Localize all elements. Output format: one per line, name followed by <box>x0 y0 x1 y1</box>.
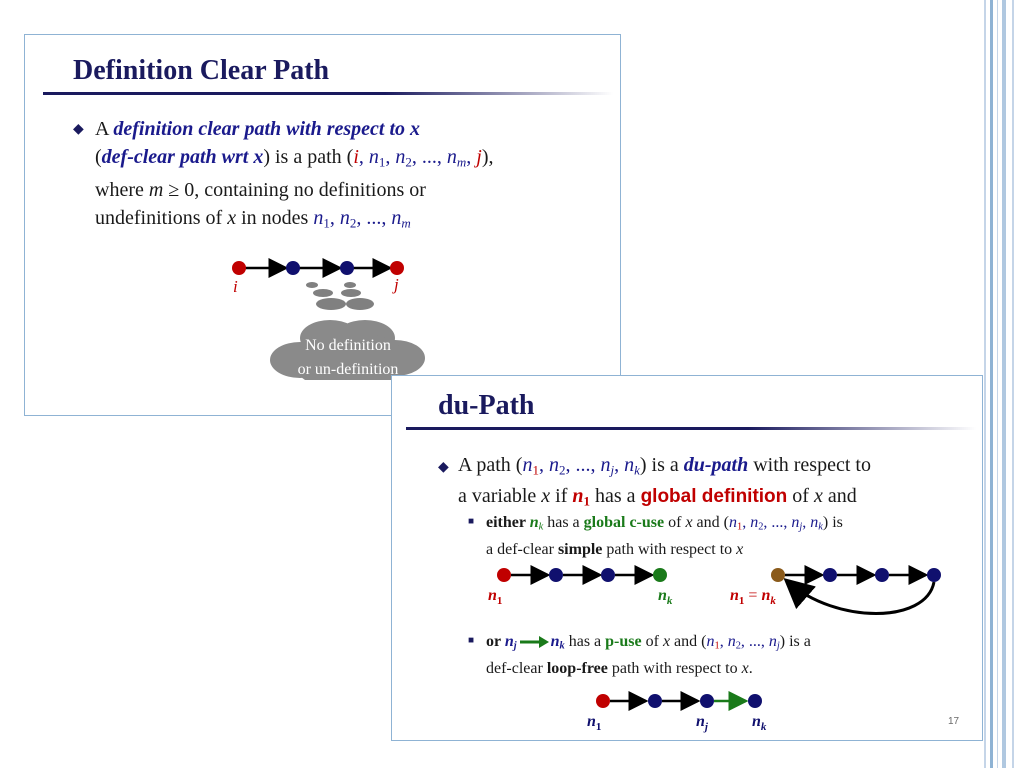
node <box>601 568 615 582</box>
cloud-shape <box>270 320 425 380</box>
bullet-line: A definition clear path with respect to … <box>95 118 421 140</box>
label-n1: n1 <box>587 713 601 733</box>
node-nk <box>748 694 762 708</box>
rail-line <box>1002 0 1006 768</box>
node-n1-nk <box>771 568 785 582</box>
node <box>549 568 563 582</box>
sub-bullet-marker: ■ <box>468 516 475 527</box>
slide-du-path: du-Path ◆ A path (n1, n2, ..., nj, nk) i… <box>391 375 983 741</box>
bullet-marker: ◆ <box>73 122 84 137</box>
term-definition-clear-path: definition clear path with respect to x <box>113 118 421 140</box>
slide-definition-clear-path: Definition Clear Path ◆ A definition cle… <box>24 34 621 416</box>
loop-back-arrow <box>783 578 936 615</box>
green-arrow-icon <box>519 636 549 649</box>
cloud-text-line2: or un-definition <box>298 361 399 378</box>
title-rule <box>43 92 613 95</box>
thought-bubble <box>306 282 318 288</box>
bullet-line: A path (n1, n2, ..., nj, nk) is a du-pat… <box>458 454 871 478</box>
label-n1-equals-nk: n1 = nk <box>730 587 776 607</box>
node-nk <box>653 568 667 582</box>
term-global-definition: global definition <box>640 486 788 508</box>
node <box>875 568 889 582</box>
bullet-line: where m ≥ 0, containing no definitions o… <box>95 179 426 202</box>
bullet-line: either nk has a global c-use of x and (n… <box>486 514 843 533</box>
slide-number: 17 <box>948 716 960 727</box>
cloud-text-line1: No definition <box>305 337 391 354</box>
label-nk: nk <box>752 713 767 733</box>
du-path-bullet: A path (n1, n2, ..., nj, nk) is a du-pat… <box>458 452 978 515</box>
term-du-path: du-path <box>683 454 749 476</box>
node-i <box>232 261 246 275</box>
sub-bullet-either: either nk has a global c-use of x and (n… <box>486 512 976 561</box>
title-rule <box>406 427 976 430</box>
label-j: j <box>392 275 399 294</box>
bullet-line: a variable x if n1 has a global definiti… <box>458 485 857 509</box>
slide-title: Definition Clear Path <box>73 55 330 86</box>
rail-line <box>984 0 986 768</box>
right-rail <box>982 0 1024 768</box>
label-i: i <box>233 277 238 296</box>
bullet-line: undefinitions of x in nodes n1, n2, ...,… <box>95 207 411 231</box>
loop-path-diagram: n1 = nk <box>730 565 941 615</box>
node <box>823 568 837 582</box>
definition-bullet: A definition clear path with respect to … <box>95 115 615 238</box>
bullet-line: (def-clear path wrt x) is a path (i, n1,… <box>95 146 494 170</box>
bullet-line: def-clear loop-free path with respect to… <box>486 659 753 677</box>
label-nj: nj <box>696 713 709 733</box>
rail-line <box>997 0 998 768</box>
rail-line <box>1012 0 1014 768</box>
def-clear-path-diagram: i j No definition or un-definition <box>232 258 425 380</box>
slide-title: du-Path <box>438 390 535 421</box>
sub-bullet-marker: ■ <box>468 635 475 646</box>
node <box>927 568 941 582</box>
thought-bubble <box>313 289 333 297</box>
node-n1 <box>286 261 300 275</box>
node-nj <box>700 694 714 708</box>
rail-line <box>990 0 993 768</box>
label-n1: n1 <box>488 587 502 606</box>
bullet-line: a def-clear simple path with respect to … <box>486 540 744 558</box>
label-nk: nk <box>658 587 673 606</box>
simple-path-diagram: n1 nk <box>488 565 673 606</box>
thought-bubble <box>316 298 346 310</box>
thought-bubble <box>346 298 374 310</box>
node-n1 <box>497 568 511 582</box>
bullet-marker: ◆ <box>438 460 449 475</box>
node-nm <box>340 261 354 275</box>
thought-bubble <box>344 282 356 288</box>
node-n1 <box>596 694 610 708</box>
node <box>648 694 662 708</box>
thought-bubble <box>341 289 361 297</box>
loop-free-path-diagram: n1 nj nk <box>587 691 767 733</box>
node-j <box>390 261 404 275</box>
